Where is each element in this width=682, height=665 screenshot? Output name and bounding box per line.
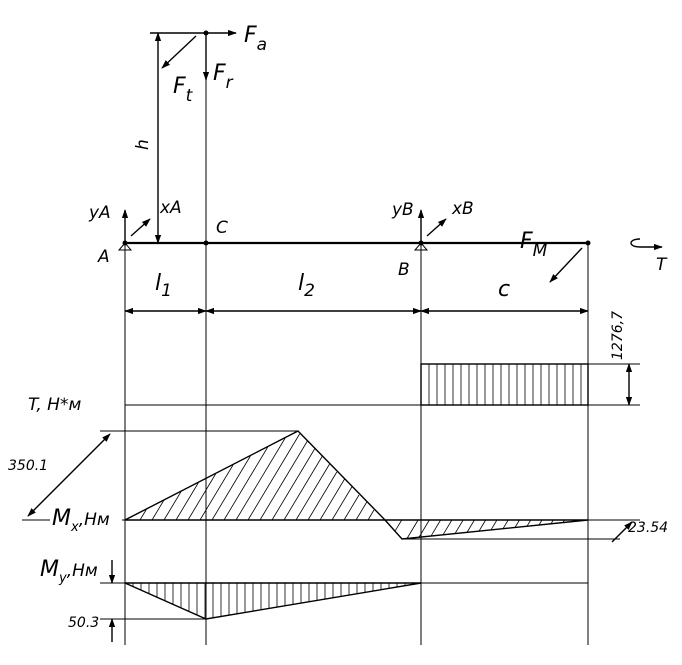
hatch-line [295,463,330,521]
mx-hatching [139,433,565,539]
coupling-force-arrow [549,247,583,283]
support-a [117,209,151,251]
tangential-force-label: Ft [173,74,194,106]
hatch-line [418,519,430,538]
mx-positive-area [124,430,387,521]
hatch-line [139,508,147,521]
my-max-label: 50.3 [68,615,99,631]
torque-diagram-label: T, H*м [28,395,81,415]
hatch-line [199,464,234,521]
support-b [413,209,447,251]
reaction-yb-label: yB [391,200,414,220]
hatch-line [283,455,323,521]
my-diagram-label: My,Hм [40,557,98,586]
hatch-line [430,519,441,537]
dimension-h-label: h [133,139,153,150]
hatch-line [478,519,487,532]
hatch-line [367,509,375,521]
reaction-ya-label: yA [88,203,111,223]
coupling-loads [548,238,663,283]
mx-max-dimension [27,433,111,517]
mx-min-label: 23.54 [628,520,668,536]
hatch-line [355,501,368,521]
hatch-line [514,519,520,528]
reaction-xb-arrow [426,218,447,237]
hatch-line [223,446,269,521]
hatch-line [538,519,543,526]
reference-lines [124,32,589,645]
coupling-force-label: FM [520,229,548,261]
hatch-line [343,494,360,521]
torque-symbol [630,238,641,248]
hatch-line [490,519,498,531]
mx-diagram-label: Mx,Hм [52,506,110,535]
hatch-line [211,455,251,521]
hatch-line [502,519,509,529]
torque-value-label: 1276,7 [610,311,626,360]
hatch-line [442,519,453,536]
hatch-line [151,499,165,521]
hatch-line [187,473,216,521]
tangential-force-arrow [161,35,197,69]
hatch-line [271,448,315,521]
hatch-line [247,433,300,521]
hatch-line [163,490,182,521]
point-b-label: B [398,260,410,280]
point-c-marker [203,240,209,246]
reaction-xa-arrow [130,218,151,237]
dimension-c-label: c [498,277,510,302]
my-hatching [132,583,414,619]
hatch-line [319,478,345,521]
reaction-xa-label: xA [159,198,182,218]
gear-force-system [150,29,237,244]
dimension-l2-label: l2 [298,271,315,301]
torque-label: T [656,255,668,275]
mx-min-dimension [611,521,633,543]
dimension-l1-label: l1 [155,271,172,301]
torque-hatching [428,364,582,405]
coupling-point-marker [585,240,591,246]
mx-max-label: 350.1 [8,458,48,474]
radial-force-label: Fr [213,61,234,93]
torque-block [420,363,589,406]
hatch-line [394,519,403,532]
hatch-line [175,482,199,521]
hatch-line [235,437,286,521]
mx-negative-area [383,519,589,540]
point-c-label: C [216,218,228,238]
reaction-xb-label: xB [451,199,474,219]
hatch-line [526,519,532,527]
hatch-line [259,440,308,521]
point-a-label: A [97,247,110,267]
hatch-line [406,519,419,539]
hatch-line [307,471,338,521]
hatch-line [466,519,475,533]
axial-force-label: Fa [244,23,267,55]
mx-label-background [50,506,122,532]
my-area [124,582,422,620]
hatch-line [331,486,353,521]
hatch-line [454,519,464,534]
